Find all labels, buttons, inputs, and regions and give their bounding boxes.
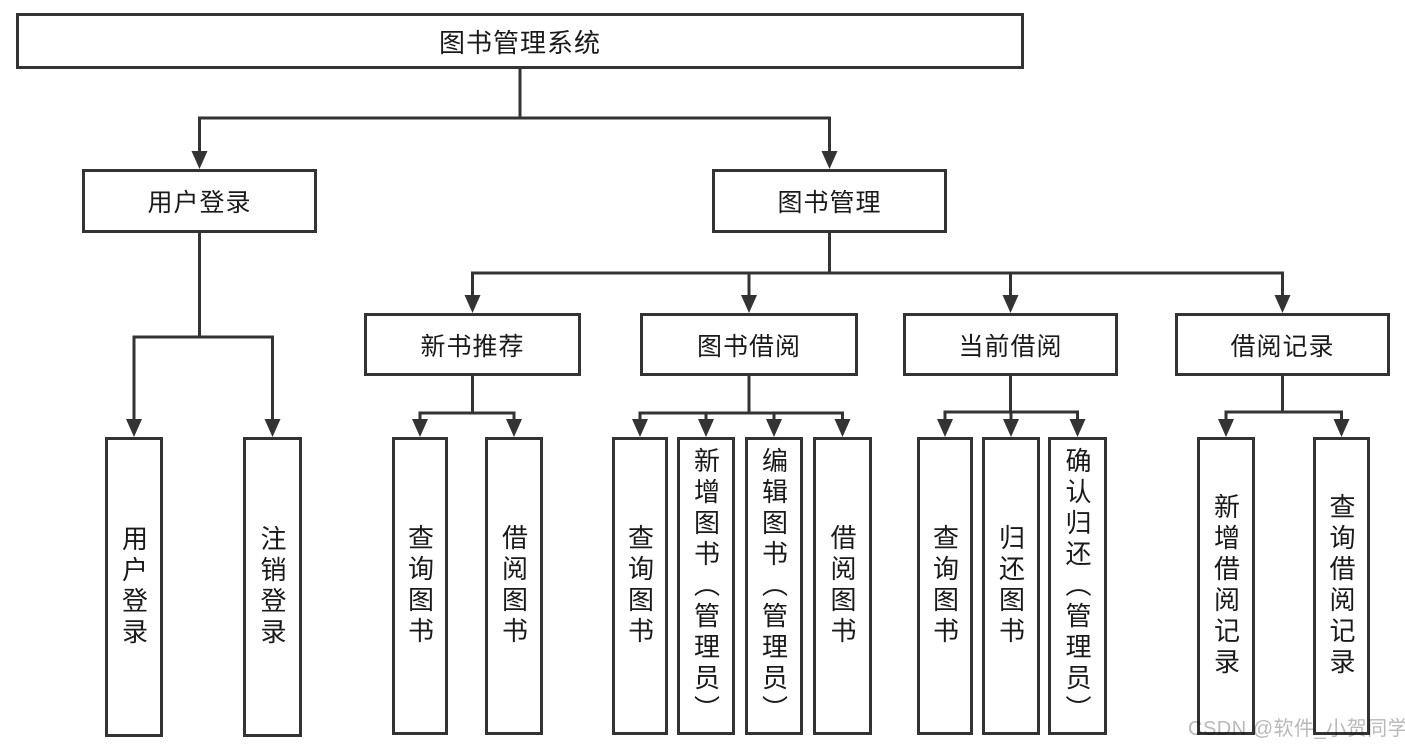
connector-line-path: [132, 67, 1343, 422]
leaf-query-books-borrowing: 查询图书: [612, 437, 668, 735]
watermark-text: CSDN @软件_小贺同学: [1188, 718, 1405, 740]
node-user-login: 用户登录: [82, 169, 317, 233]
leaf-query-borrow-record: 查询借阅记录: [1313, 437, 1370, 735]
leaf-add-book-admin: 新增图书（管理员）: [677, 437, 735, 735]
node-library-system: 图书管理系统: [16, 13, 1024, 69]
node-new-book-recommendation: 新书推荐: [364, 313, 581, 376]
node-borrowing-records: 借阅记录: [1175, 313, 1390, 376]
node-current-borrowing: 当前借阅: [903, 313, 1118, 376]
leaf-query-books-recommend: 查询图书: [392, 437, 448, 735]
leaf-borrow-books-recommend: 借阅图书: [485, 437, 543, 735]
leaf-return-book: 归还图书: [982, 437, 1040, 735]
leaf-edit-book-admin: 编辑图书（管理员）: [745, 437, 803, 735]
node-book-borrowing: 图书借阅: [640, 313, 858, 376]
leaf-logout: 注销登录: [243, 437, 302, 737]
leaf-add-borrow-record: 新增借阅记录: [1197, 437, 1255, 735]
leaf-confirm-return-admin: 确认归还（管理员）: [1048, 437, 1107, 735]
leaf-query-books-current: 查询图书: [917, 437, 973, 735]
node-book-management: 图书管理: [712, 169, 947, 233]
leaf-borrow-books-borrowing: 借阅图书: [813, 437, 872, 735]
leaf-user-login: 用户登录: [105, 437, 163, 737]
